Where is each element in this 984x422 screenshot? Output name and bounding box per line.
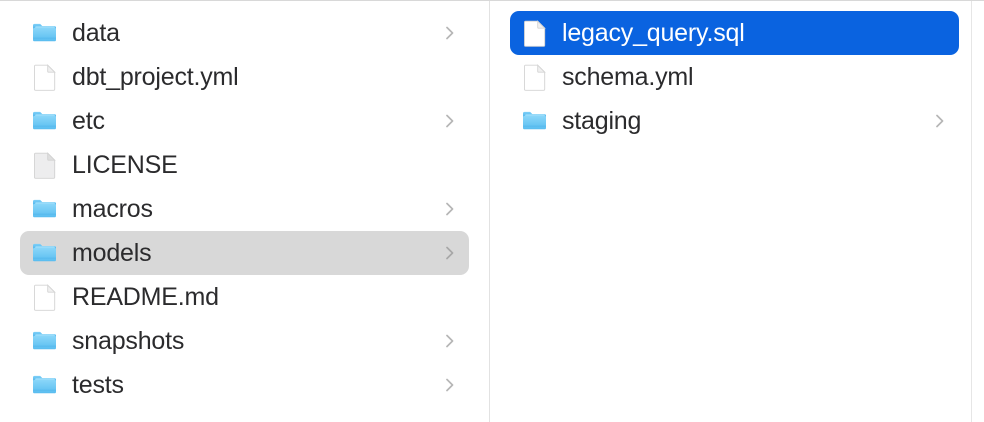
chevron-right-icon[interactable] xyxy=(443,111,457,131)
file-name-label: staging xyxy=(562,107,642,135)
file-name-label: schema.yml xyxy=(562,63,694,91)
file-name-label: legacy_query.sql xyxy=(562,19,745,47)
file-row[interactable]: snapshots xyxy=(20,319,469,363)
document-icon xyxy=(30,282,60,312)
document-icon xyxy=(520,62,550,92)
file-name-label: data xyxy=(72,19,120,47)
folder-icon xyxy=(30,370,60,400)
chevron-right-icon[interactable] xyxy=(933,111,947,131)
file-name-label: dbt_project.yml xyxy=(72,63,239,91)
folder-icon xyxy=(30,18,60,48)
file-row[interactable]: models xyxy=(20,231,469,275)
file-name-label: snapshots xyxy=(72,327,185,355)
document-plain-icon xyxy=(30,150,60,180)
chevron-right-icon[interactable] xyxy=(443,23,457,43)
file-name-label: etc xyxy=(72,107,105,135)
document-icon xyxy=(30,62,60,92)
folder-icon xyxy=(30,194,60,224)
document-icon xyxy=(520,18,550,48)
column-child[interactable]: legacy_query.sql schema.yml staging xyxy=(490,1,972,422)
chevron-right-icon[interactable] xyxy=(443,331,457,351)
file-name-label: README.md xyxy=(72,283,219,311)
file-row[interactable]: staging xyxy=(510,99,959,143)
file-name-label: LICENSE xyxy=(72,151,178,179)
file-row[interactable]: etc xyxy=(20,99,469,143)
folder-icon xyxy=(30,326,60,356)
chevron-right-icon[interactable] xyxy=(443,375,457,395)
file-row[interactable]: data xyxy=(20,11,469,55)
file-row[interactable]: LICENSE xyxy=(20,143,469,187)
file-row[interactable]: tests xyxy=(20,363,469,407)
file-name-label: models xyxy=(72,239,152,267)
file-row[interactable]: legacy_query.sql xyxy=(510,11,959,55)
chevron-right-icon[interactable] xyxy=(443,243,457,263)
file-name-label: tests xyxy=(72,371,124,399)
folder-icon xyxy=(30,106,60,136)
file-row[interactable]: schema.yml xyxy=(510,55,959,99)
file-name-label: macros xyxy=(72,195,153,223)
file-row[interactable]: dbt_project.yml xyxy=(20,55,469,99)
folder-icon xyxy=(520,106,550,136)
file-row[interactable]: macros xyxy=(20,187,469,231)
chevron-right-icon[interactable] xyxy=(443,199,457,219)
folder-icon xyxy=(30,238,60,268)
file-row[interactable]: README.md xyxy=(20,275,469,319)
